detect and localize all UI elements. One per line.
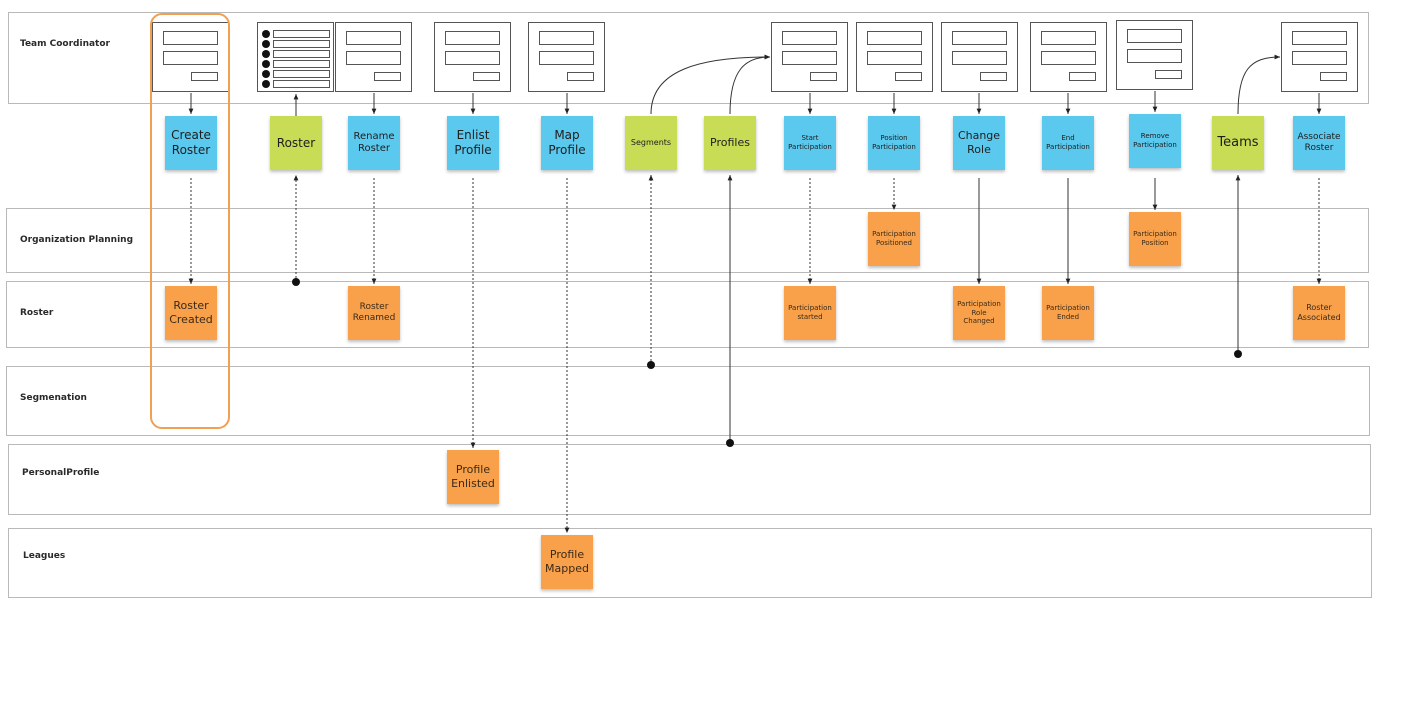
- curve-segments-to-wire: [650, 54, 771, 115]
- command-start-participation[interactable]: Start Participation: [784, 116, 836, 170]
- lane-label-segmenation: Segmenation: [20, 393, 87, 403]
- lane-label-leagues: Leagues: [23, 551, 66, 561]
- command-remove-participation[interactable]: Remove Participation: [1129, 114, 1181, 168]
- lane-personal-profile: [8, 444, 1371, 515]
- dot-teams-source: [1234, 350, 1242, 358]
- event-roster-renamed[interactable]: Roster Renamed: [348, 286, 400, 340]
- wireframe-roster-list: [257, 22, 334, 92]
- curve-teams-to-wire: [1237, 54, 1281, 115]
- dot-roster-source: [292, 278, 300, 286]
- readmodel-segments[interactable]: Segments: [625, 116, 677, 170]
- command-map-profile[interactable]: Map Profile: [541, 116, 593, 170]
- wireframe-associate-roster: [1281, 22, 1358, 92]
- lane-label-roster: Roster: [20, 308, 54, 318]
- command-create-roster[interactable]: Create Roster: [165, 116, 217, 170]
- readmodel-teams[interactable]: Teams: [1212, 116, 1264, 170]
- readmodel-roster[interactable]: Roster: [270, 116, 322, 170]
- lane-leagues: [8, 528, 1372, 598]
- wireframe-position-participation: [856, 22, 933, 92]
- wireframe-enlist-profile: [434, 22, 511, 92]
- event-profile-mapped[interactable]: Profile Mapped: [541, 535, 593, 589]
- event-participation-started[interactable]: Participation started: [784, 286, 836, 340]
- wireframe-end-participation: [1030, 22, 1107, 92]
- event-profile-enlisted[interactable]: Profile Enlisted: [447, 450, 499, 504]
- wireframe-rename-roster: [335, 22, 412, 92]
- wireframe-map-profile: [528, 22, 605, 92]
- command-enlist-profile[interactable]: Enlist Profile: [447, 116, 499, 170]
- wireframe-change-role: [941, 22, 1018, 92]
- command-position-participation[interactable]: Position Participation: [868, 116, 920, 170]
- command-end-participation[interactable]: End Participation: [1042, 116, 1094, 170]
- lane-label-personal-profile: PersonalProfile: [22, 468, 100, 478]
- dot-segments-source: [647, 361, 655, 369]
- wireframe-create-roster: [152, 22, 229, 92]
- command-associate-roster[interactable]: Associate Roster: [1293, 116, 1345, 170]
- event-roster-created[interactable]: Roster Created: [165, 286, 217, 340]
- event-participation-role-changed[interactable]: Participation Role Changed: [953, 286, 1005, 340]
- readmodel-profiles[interactable]: Profiles: [704, 116, 756, 170]
- wireframe-remove-participation: [1116, 20, 1193, 90]
- lane-label-team-coordinator: Team Coordinator: [20, 39, 110, 49]
- command-rename-roster[interactable]: Rename Roster: [348, 116, 400, 170]
- create-roster-highlight: [150, 13, 230, 429]
- event-participation-ended[interactable]: Participation Ended: [1042, 286, 1094, 340]
- command-change-role[interactable]: Change Role: [953, 116, 1005, 170]
- lane-segmenation: [6, 366, 1370, 436]
- curve-profiles-to-wire: [729, 54, 771, 115]
- event-participation-position[interactable]: Participation Position: [1129, 212, 1181, 266]
- dot-profiles-source: [726, 439, 734, 447]
- event-roster-associated[interactable]: Roster Associated: [1293, 286, 1345, 340]
- lane-roster: [6, 281, 1369, 348]
- wireframe-start-participation: [771, 22, 848, 92]
- event-participation-positioned[interactable]: Participation Positioned: [868, 212, 920, 266]
- lane-label-organization-planning: Organization Planning: [20, 235, 134, 245]
